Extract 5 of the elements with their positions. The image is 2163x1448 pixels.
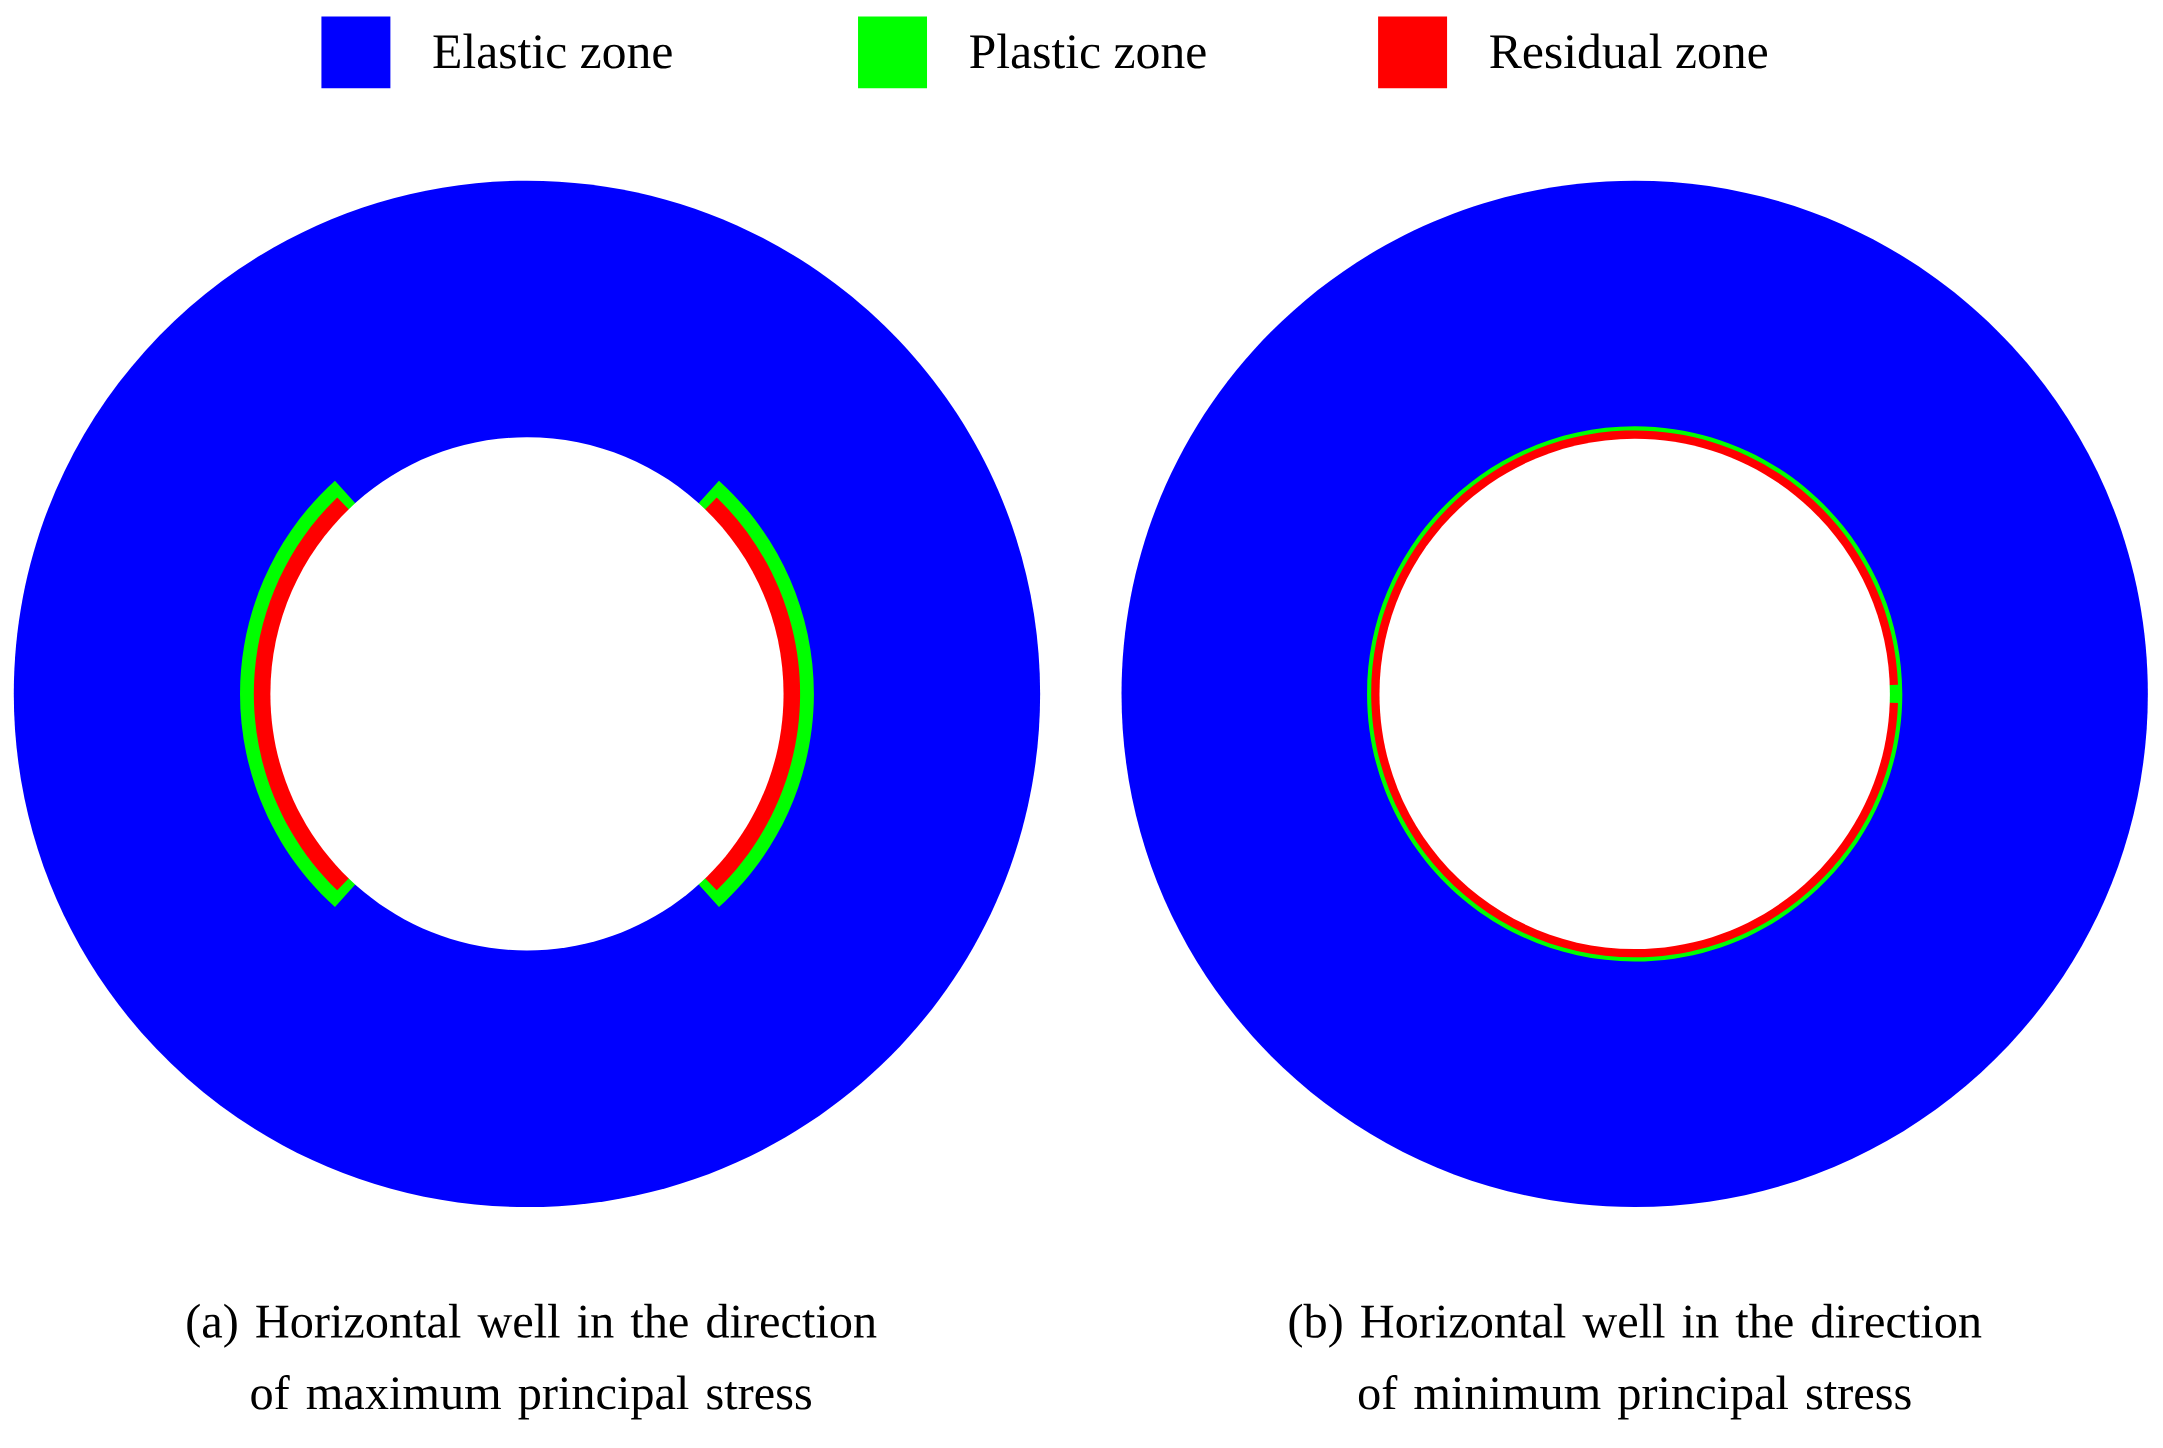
legend-label: Residual zone [1490,33,1767,69]
legend-label: Elastic zone [433,33,672,69]
caption: (a) Horizontal well in the direction of maximum principal stress [187,1303,877,1420]
legend-label: Plastic zone [970,33,1206,69]
caption: (b) Horizontal well in the direction of minimum principal stress [1289,1303,1982,1420]
